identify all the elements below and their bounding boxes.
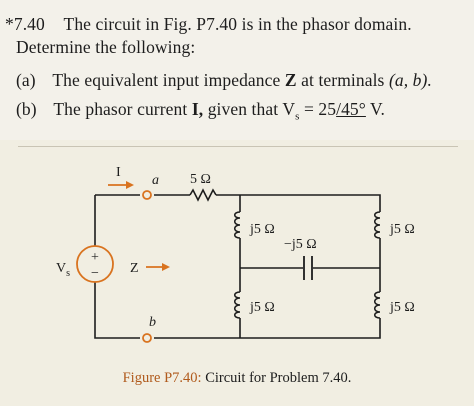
inductor-bottom-right-label: j5 Ω xyxy=(389,300,415,315)
part-b-equals: = 25 xyxy=(299,99,337,119)
source-minus: − xyxy=(91,266,99,281)
part-a-z: Z xyxy=(284,70,297,90)
terminal-b-label: b xyxy=(149,315,156,330)
part-b-label: (b) xyxy=(16,99,37,119)
inductor-bottom-left-label: j5 Ω xyxy=(249,300,275,315)
source-subscript: s xyxy=(66,268,70,279)
voltage-source xyxy=(76,245,114,283)
resistor-label: 5 Ω xyxy=(190,172,211,187)
part-b: (b) The phasor current I, given that Vs … xyxy=(16,99,385,123)
part-b-unit: V. xyxy=(365,99,386,119)
part-b-current: I, xyxy=(191,99,204,119)
inductor-top-left xyxy=(234,211,241,239)
problem-number: *7.40 xyxy=(5,14,45,34)
current-label: I xyxy=(116,165,121,180)
impedance-label: Z xyxy=(130,261,139,276)
figure-caption-text: Circuit for Problem 7.40. xyxy=(201,370,352,386)
wire-right-bottom xyxy=(154,318,381,339)
inductor-top-left-label: j5 Ω xyxy=(249,222,275,237)
part-a-text2: at terminals xyxy=(301,70,385,90)
current-arrow xyxy=(108,181,134,189)
figure-divider xyxy=(18,146,458,147)
inductor-bottom-right xyxy=(374,291,381,319)
resistor-zigzag xyxy=(189,188,217,202)
problem-statement: *7.40 The circuit in Fig. P7.40 is in th… xyxy=(0,0,474,132)
source-label: Vs xyxy=(56,261,70,279)
problem-line-1: *7.40 The circuit in Fig. P7.40 is in th… xyxy=(5,14,412,35)
source-plus: + xyxy=(91,250,99,265)
inductor-bottom-left xyxy=(234,291,241,319)
part-a-text: The equivalent input impedance xyxy=(52,70,281,90)
source-letter: V xyxy=(56,261,66,276)
figure-caption-label: Figure P7.40: xyxy=(122,370,202,386)
wire-to-top-node xyxy=(216,194,381,212)
problem-line-2: Determine the following: xyxy=(16,37,196,57)
part-b-text2: given that V xyxy=(207,99,296,119)
inductor-top-right xyxy=(374,211,381,239)
inductor-top-right-label: j5 Ω xyxy=(389,222,415,237)
terminal-a-dot xyxy=(142,190,152,200)
capacitor-label: −j5 Ω xyxy=(284,237,317,252)
part-b-angle: /45° xyxy=(336,99,366,119)
figure-caption: Figure P7.40: Circuit for Problem 7.40. xyxy=(0,370,474,387)
problem-intro: The circuit in Fig. P7.40 is in the phas… xyxy=(63,14,412,34)
terminal-a-label: a xyxy=(152,173,159,188)
terminal-b-dot xyxy=(142,333,152,343)
impedance-arrow xyxy=(146,263,170,271)
part-a-label: (a) xyxy=(16,70,36,90)
part-a-terminals: (a, b). xyxy=(388,70,432,90)
part-a: (a) The equivalent input impedance Z at … xyxy=(16,70,432,91)
wire-left-bottom xyxy=(94,282,140,339)
part-b-text: The phasor current xyxy=(53,99,188,119)
part-b-subscript: s xyxy=(295,110,300,123)
